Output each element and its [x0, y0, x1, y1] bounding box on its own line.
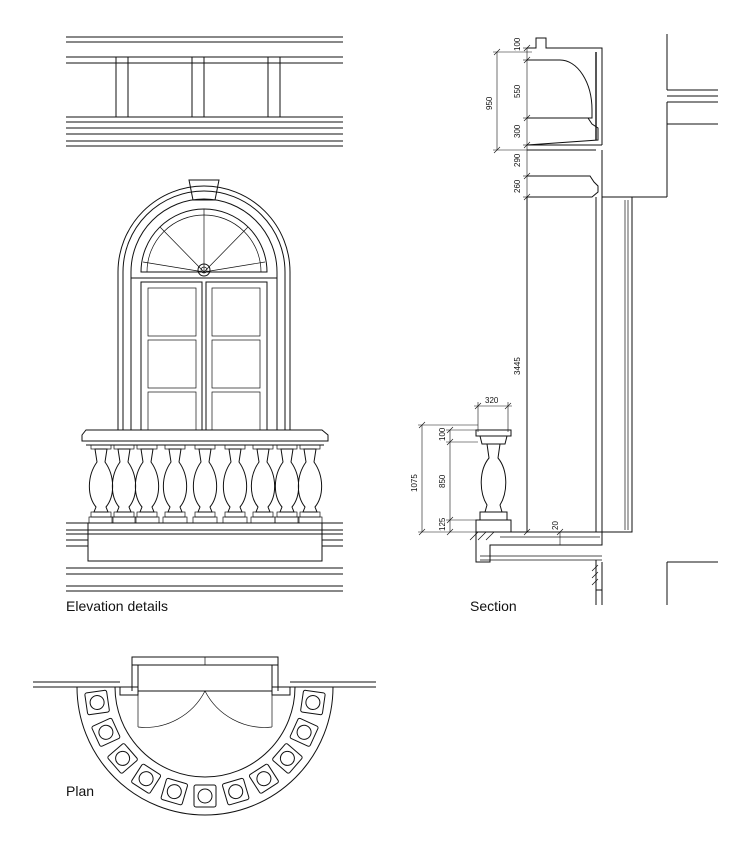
baluster	[222, 444, 248, 524]
elevation-balustrade	[66, 429, 343, 592]
hatching	[469, 531, 599, 586]
caption-section: Section	[470, 598, 517, 614]
section-dimensions	[418, 44, 564, 545]
section-slab	[469, 531, 603, 591]
balusters	[88, 444, 323, 524]
plan-baluster	[248, 763, 279, 794]
plan-baluster	[91, 717, 121, 747]
plan-baluster	[107, 743, 138, 774]
dim-550: 550	[513, 84, 522, 98]
dim-100-top: 100	[513, 37, 522, 51]
plan-baluster	[272, 743, 303, 774]
arched-window	[117, 185, 291, 431]
baluster	[297, 444, 323, 524]
plan-baluster	[193, 784, 217, 808]
dim-125: 125	[438, 517, 447, 531]
baluster	[162, 444, 188, 524]
plan-baluster	[289, 717, 319, 747]
baluster	[111, 444, 137, 524]
dim-320: 320	[485, 396, 499, 405]
plan-baluster	[222, 777, 250, 806]
dim-850: 850	[438, 474, 447, 488]
plan-view	[33, 656, 376, 816]
caption-elevation: Elevation details	[66, 598, 168, 614]
keystone	[188, 179, 220, 201]
section-view: 100 950 550 300 290 260 3445 320 1075 10…	[410, 34, 718, 605]
baluster	[134, 444, 160, 524]
dim-1075: 1075	[410, 474, 419, 492]
plan-baluster	[131, 763, 162, 794]
baluster	[250, 444, 276, 524]
section-wall	[595, 34, 718, 605]
dim-20: 20	[551, 521, 560, 530]
baluster	[192, 444, 218, 524]
baluster	[274, 444, 300, 524]
elevation-cornice	[66, 36, 343, 147]
plan-baluster	[84, 689, 110, 716]
dim-260: 260	[513, 179, 522, 193]
dim-3445: 3445	[513, 357, 522, 375]
dim-100-rail: 100	[438, 427, 447, 441]
section-baluster	[475, 429, 512, 533]
caption-plan: Plan	[66, 783, 95, 799]
section-cornice	[526, 37, 603, 198]
section-window	[526, 196, 633, 533]
dim-300: 300	[513, 124, 522, 138]
plan-baluster	[160, 777, 188, 806]
dim-950: 950	[485, 96, 494, 110]
plan-balusters	[84, 689, 326, 808]
dimension-labels: 100 950 550 300 290 260 3445 320 1075 10…	[410, 37, 560, 531]
plan-baluster	[300, 689, 326, 716]
elevation-view	[66, 36, 343, 592]
baluster	[88, 444, 114, 524]
dim-290: 290	[513, 153, 522, 167]
